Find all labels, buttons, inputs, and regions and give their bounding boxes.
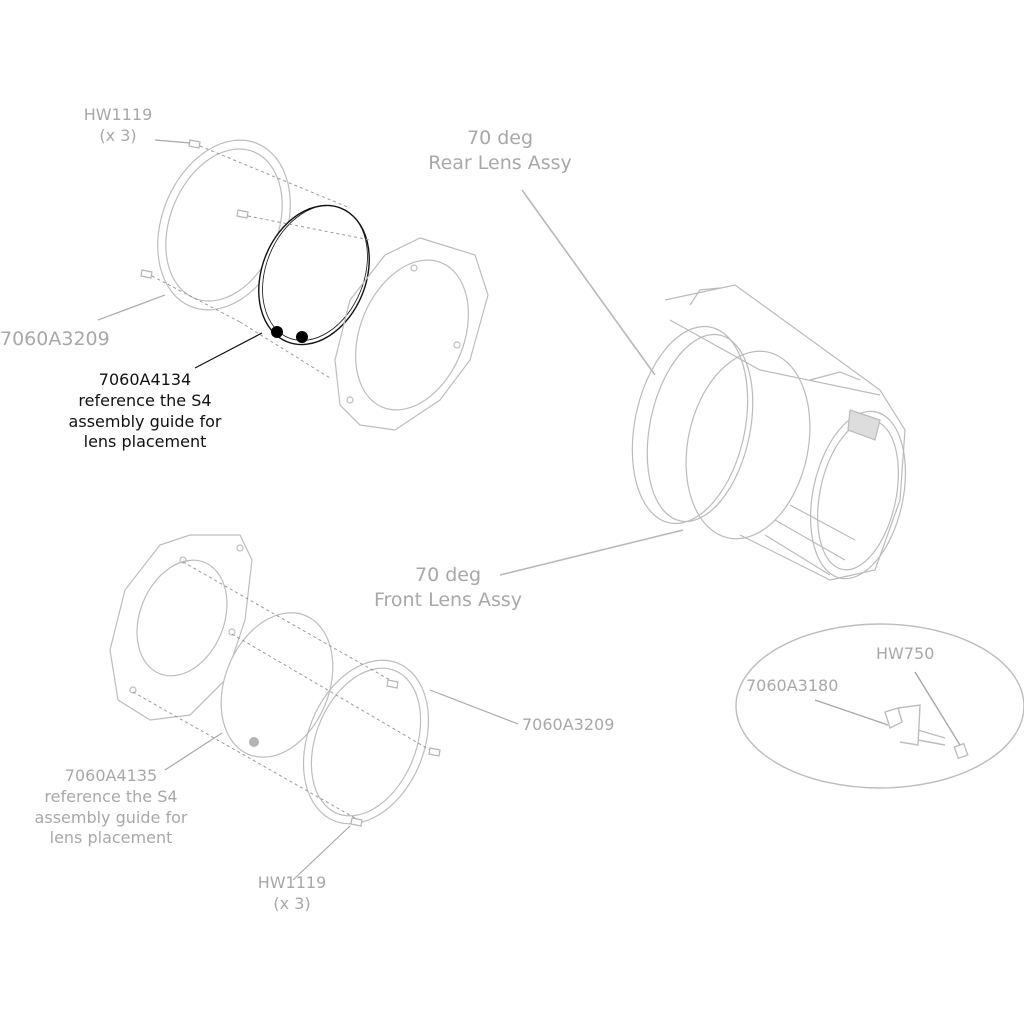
lens-bottom-label: 7060A4135 reference the S4 assembly guid… (26, 766, 196, 849)
rear-lens-assy-line1: 70 deg (466, 127, 534, 149)
bottom-screws (350, 679, 441, 827)
bottom-projection-lines (132, 561, 431, 819)
hw1119-bottom-label: HW1119 (x 3) (246, 873, 338, 915)
lens-top-label: 7060A4134 reference the S4 assembly guid… (60, 370, 230, 453)
hw1119-top-qty: (x 3) (99, 125, 137, 145)
lens-dot (296, 331, 308, 343)
rear-lens-assy-label: 70 deg Rear Lens Assy (420, 126, 580, 175)
bottom-mounting-plate (109, 534, 253, 721)
ring-bottom-label: 7060A3209 (522, 715, 615, 734)
top-leaders (97, 139, 263, 369)
bottom-leaders (164, 689, 519, 881)
rear-lens-assy-line2: Rear Lens Assy (428, 151, 572, 174)
hw1119-top-label: HW1119 (x 3) (72, 105, 164, 147)
top-lens (258, 204, 370, 346)
fixture-barrel (631, 284, 907, 581)
front-lens-assy-line2: Front Lens Assy (373, 588, 523, 611)
lens-top-part: 7060A4134 (98, 370, 192, 389)
lens-top-note2: assembly guide for (68, 411, 222, 431)
lens-bottom-note1: reference the S4 (44, 786, 178, 806)
bottom-lens (220, 612, 334, 758)
lens-top-note1: reference the S4 (78, 390, 212, 410)
top-mounting-plate (334, 237, 489, 431)
ring-top-label: 7060A3209 (0, 328, 110, 350)
hw1119-bottom-qty: (x 3) (273, 893, 311, 913)
detail-callout (735, 623, 1024, 789)
front-lens-assy-label: 70 deg Front Lens Assy (368, 563, 528, 612)
front-lens-assy-line1: 70 deg (414, 564, 482, 586)
hw1119-bottom-part: HW1119 (257, 873, 327, 892)
hw750-label: HW750 (876, 644, 935, 663)
lens-top-note3: lens placement (83, 432, 207, 452)
lens-bottom-note3: lens placement (49, 828, 173, 848)
lens-dot (249, 737, 259, 747)
lens-bottom-part: 7060A4135 (64, 766, 158, 785)
bracket-label: 7060A3180 (746, 676, 839, 695)
lens-bottom-note2: assembly guide for (34, 807, 188, 827)
barrel-leaders (499, 189, 684, 576)
top-projection-lines (151, 145, 371, 379)
hw1119-top-part: HW1119 (83, 105, 153, 124)
top-screws (140, 139, 249, 279)
lens-dot (271, 326, 283, 338)
bottom-retaining-ring (302, 659, 430, 825)
